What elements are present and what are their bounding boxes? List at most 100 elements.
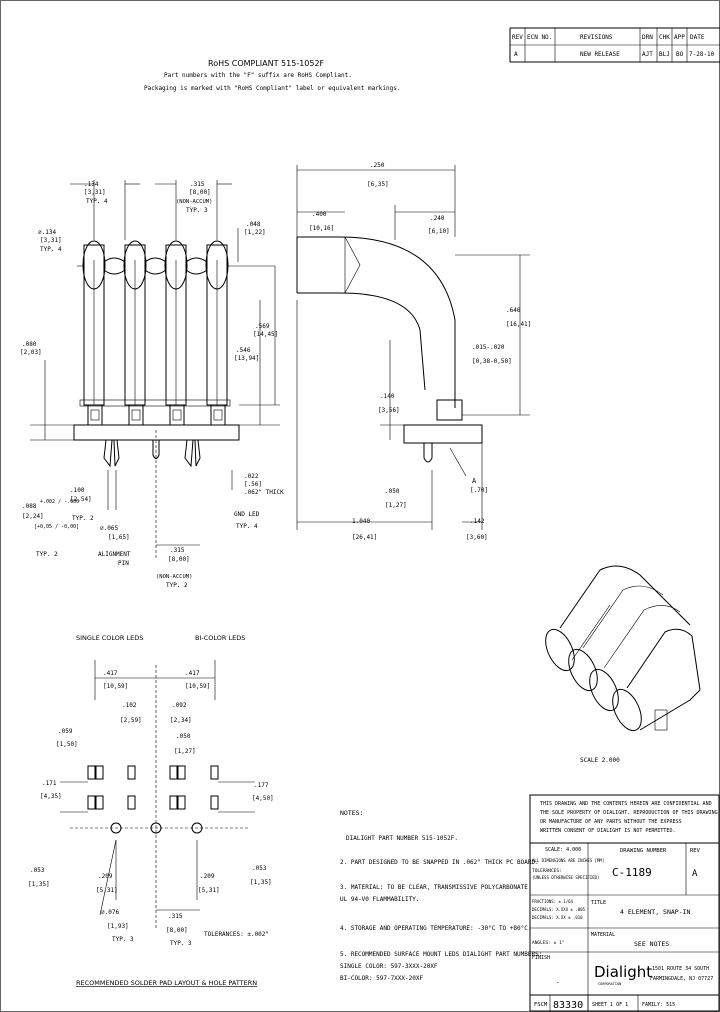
dim-646: .646: [506, 307, 521, 314]
dim-417-left-mm: [10,59]: [103, 683, 128, 690]
tol-line-3: DECIMALS: X.XX ± .010: [532, 915, 583, 920]
note-3: 3. MATERIAL: TO BE CLEAR, TRANSMISSIVE P…: [340, 884, 528, 891]
scale-label: SCALE: 4.000: [545, 847, 581, 853]
dim-134-top-note: TYP. 4: [86, 198, 108, 205]
pad: [169, 765, 178, 780]
pad: [95, 765, 104, 780]
pad-layout-caption: RECOMMENDED SOLDER PAD LAYOUT & HOLE PAT…: [76, 979, 257, 987]
dim-209-right: .209: [200, 873, 215, 880]
dim-100: .100: [70, 487, 85, 494]
dim-015-020-mm: [0,38-0,50]: [472, 358, 512, 365]
dim-1040: 1.040: [352, 518, 370, 525]
rohs-line-2: Packaging is marked with "RoHS Compliant…: [144, 85, 400, 92]
angles-label: ANGLES: ± 1°: [532, 940, 565, 946]
dim-1040-mm: [26,41]: [352, 534, 377, 541]
notes-heading: NOTES:: [340, 809, 363, 817]
dim-088-note: TYP. 2: [36, 551, 58, 558]
dim-142-mm: [3,60]: [466, 534, 488, 541]
note-3b: UL 94-V0 FLAMMABILITY.: [340, 896, 419, 903]
app-value: BO: [676, 51, 684, 58]
dim-177: .177: [254, 782, 269, 789]
dim-050-layout-mm: [1,27]: [174, 748, 196, 755]
dim-315-top: .315: [190, 181, 205, 188]
chk-value: BLJ: [659, 51, 670, 58]
led-housings: [87, 404, 226, 426]
fscm-value: 83330: [553, 1000, 583, 1011]
dim-569: .569: [255, 323, 270, 330]
dim-315-layout-note: TYP. 3: [170, 940, 192, 947]
dim-100-mm: [2,54]: [70, 496, 92, 503]
rev-header: REV: [512, 34, 523, 41]
dim-646-mm: [16,41]: [506, 321, 531, 328]
dim-048-mm: [1,22]: [244, 229, 266, 236]
dim-080: .080: [22, 341, 37, 348]
side-pin: [423, 443, 433, 463]
dim-400: .400: [312, 211, 327, 218]
pad: [95, 795, 104, 810]
dim-417-right-mm: [10,59]: [185, 683, 210, 690]
rohs-block: RoHS COMPLIANT 515-1052F Part numbers wi…: [144, 59, 400, 92]
dim-171: .171: [42, 780, 57, 787]
dim-050-layout: .050: [176, 733, 191, 740]
fscm-label: FSCM: [534, 1002, 548, 1008]
dim-315-bottom-note: (NON-ACCUM): [156, 574, 192, 580]
dim-569-mm: [14,45]: [253, 331, 278, 338]
note-5: 5. RECOMMENDED SURFACE MOUNT LEDS DIALIG…: [340, 951, 542, 958]
dim-053-right: .053: [252, 865, 267, 872]
pipe-outer: [297, 236, 456, 408]
title-block: THIS DRAWING AND THE CONTENTS HEREIN ARE…: [529, 794, 720, 1012]
dim-250: .250: [370, 162, 385, 169]
dim-140: .140: [380, 393, 395, 400]
dim-053-left: .053: [30, 867, 45, 874]
pcb-board: [73, 424, 240, 441]
gnd-led-note: TYP. 4: [236, 523, 258, 530]
dim-134-top-mm: [3,31]: [84, 189, 106, 196]
pad: [169, 795, 178, 810]
drn-value: AJT: [642, 51, 653, 58]
tolerance-note: TOLERANCES: ±.002": [204, 931, 269, 938]
app-header: APP: [674, 34, 685, 41]
title-value: 4 ELEMENT, SNAP-IN: [620, 908, 691, 916]
family-label: FAMILY: 515: [642, 1002, 675, 1008]
dim-315-bottom-note2: TYP. 2: [166, 582, 188, 589]
dim-209-right-mm: [5,31]: [198, 887, 220, 894]
dim-053-right-mm: [1,35]: [250, 879, 272, 886]
revisions-header: REVISIONS: [580, 34, 613, 41]
revision-value: NEW RELEASE: [580, 51, 620, 58]
dim-dia-065-mm: [1,65]: [108, 534, 130, 541]
dim-400-mm: [10,16]: [309, 225, 334, 232]
dim-062-thick: .062" THICK: [244, 489, 284, 496]
note-1: DIALIGHT PART NUMBER 515-1052F.: [346, 835, 458, 842]
dim-088-tol: +.002 / -.000: [40, 499, 79, 505]
dim-059: .059: [58, 728, 73, 735]
sheet-label: SHEET 1 OF 1: [592, 1002, 628, 1008]
dims-label: ALL DIMENSIONS ARE INCHES [MM]: [532, 858, 604, 863]
pad: [177, 765, 186, 780]
finish-value: -: [556, 979, 560, 986]
dim-240: .240: [430, 215, 445, 222]
note-4: 4. STORAGE AND OPERATING TEMPERATURE: -3…: [340, 925, 531, 932]
dim-088-mm: [2,24]: [22, 513, 44, 520]
side-view: .250 [6,35] .400 [10,16] .240 [6,10] .64…: [296, 162, 531, 541]
drawing-number: C-1189: [612, 866, 652, 879]
dim-315-top-note: (NON-ACCUM): [176, 199, 212, 205]
pad: [87, 795, 96, 810]
rev-label: REV: [690, 848, 701, 854]
dim-dia-134: ⌀.134: [38, 229, 56, 236]
dim-250-mm: [6,35]: [367, 181, 389, 188]
drn-header: DRN: [642, 34, 653, 41]
dim-209-left-mm: [5,31]: [96, 887, 118, 894]
chk-header: CHK: [659, 34, 670, 41]
dim-177-mm: [4,50]: [252, 795, 274, 802]
dim-022: .022: [244, 473, 259, 480]
light-pipes: [77, 240, 275, 406]
dim-315-bottom-mm: [8,00]: [168, 556, 190, 563]
dim-546-mm: [13,94]: [234, 355, 259, 362]
rohs-title: RoHS COMPLIANT 515-1052F: [208, 59, 325, 68]
iso-scale: SCALE 2.000: [580, 757, 620, 764]
side-pcb: [403, 424, 483, 444]
bi-color-label: BI-COLOR LEDS: [195, 634, 245, 642]
pad: [210, 765, 219, 780]
date-value: 7-28-10: [689, 51, 715, 58]
